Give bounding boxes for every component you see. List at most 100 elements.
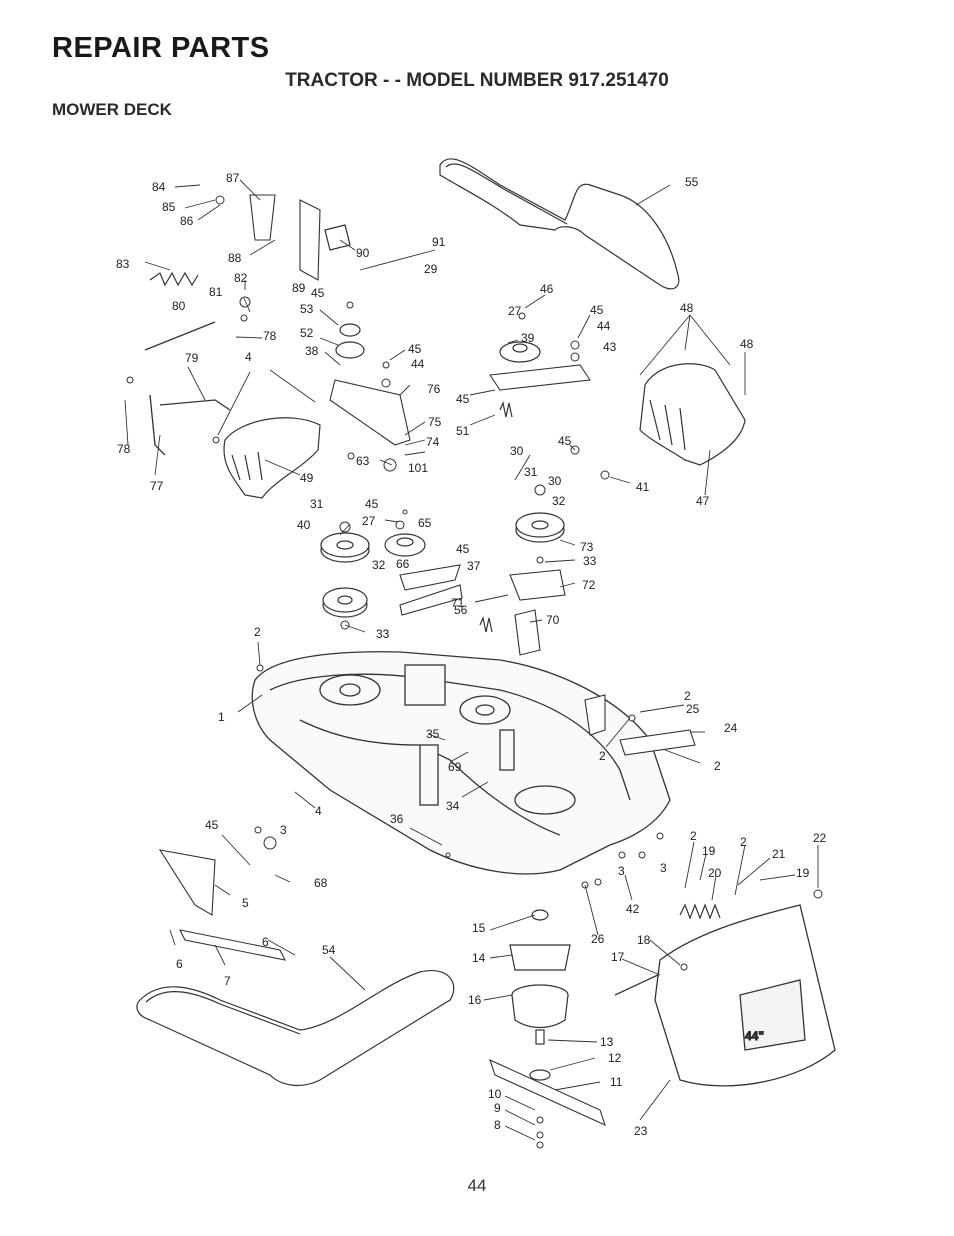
part-callout: 19 <box>702 844 716 858</box>
part-callout: 27 <box>362 514 376 528</box>
part-callout: 29 <box>424 262 438 276</box>
part-callout: 32 <box>372 558 386 572</box>
part-callout: 45 <box>365 497 379 511</box>
part-callout: 52 <box>300 326 314 340</box>
belt-guard-49 <box>223 417 321 499</box>
part-callout: 18 <box>637 933 651 947</box>
part-callout: 48 <box>680 301 694 315</box>
part-callout: 76 <box>427 382 441 396</box>
part-callout: 31 <box>310 497 324 511</box>
part-callout: 101 <box>408 461 428 475</box>
part-callout: 20 <box>708 866 722 880</box>
part-callout: 39 <box>521 331 535 345</box>
part-callout: 91 <box>432 235 446 249</box>
leader-lines <box>124 179 819 1141</box>
part-callout: 45 <box>311 286 325 300</box>
part-callout: 21 <box>772 847 786 861</box>
part-callout: 2 <box>714 759 721 773</box>
part-callout: 7 <box>224 974 231 988</box>
part-callout: 53 <box>300 302 314 316</box>
part-callout: 72 <box>582 578 596 592</box>
spindle-assembly <box>509 909 571 1081</box>
section-heading: MOWER DECK <box>52 100 172 119</box>
part-callout: 9 <box>494 1101 501 1115</box>
pulleys <box>320 323 565 618</box>
part-callout: 37 <box>467 559 481 573</box>
part-callout: 6 <box>262 935 269 949</box>
part-callout: 56 <box>454 603 468 617</box>
part-callout: 33 <box>583 554 597 568</box>
part-callout: 75 <box>428 415 442 429</box>
part-callout: 45 <box>408 342 422 356</box>
part-callout: 35 <box>426 727 440 741</box>
part-callout: 33 <box>376 627 390 641</box>
part-callout: 89 <box>292 281 306 295</box>
belt-55 <box>439 158 680 290</box>
part-callout: 30 <box>510 444 524 458</box>
part-callout: 2 <box>690 829 697 843</box>
part-callout: 77 <box>150 479 164 493</box>
part-callout: 4 <box>245 350 252 364</box>
belt-54 <box>136 970 455 1087</box>
part-callout: 31 <box>524 465 538 479</box>
part-callout: 3 <box>618 864 625 878</box>
part-callout: 2 <box>599 749 606 763</box>
part-callout: 85 <box>162 200 176 214</box>
model-subtitle: TRACTOR - - MODEL NUMBER 917.251470 <box>285 70 669 91</box>
mower-deck-exploded-diagram: 44" <box>116 158 836 1149</box>
springs <box>149 224 721 920</box>
part-callout: 38 <box>305 344 319 358</box>
part-callout: 63 <box>356 454 370 468</box>
part-callout: 44 <box>411 357 425 371</box>
part-callout: 69 <box>448 760 462 774</box>
part-callout: 19 <box>796 866 810 880</box>
part-callout: 80 <box>172 299 186 313</box>
part-callout: 26 <box>591 932 605 946</box>
hardware <box>126 195 823 1149</box>
part-callout: 46 <box>540 282 554 296</box>
part-callout: 36 <box>390 812 404 826</box>
part-callout: 23 <box>634 1124 648 1138</box>
part-callout: 87 <box>226 171 240 185</box>
part-callout: 54 <box>322 943 336 957</box>
page-title: REPAIR PARTS <box>52 32 270 64</box>
part-callout: 51 <box>456 424 470 438</box>
belt-guards <box>223 363 746 499</box>
part-callout: 45 <box>456 542 470 556</box>
part-callout: 6 <box>176 957 183 971</box>
part-callout: 70 <box>546 613 560 627</box>
page-number: 44 <box>467 1176 487 1195</box>
chute-decal-text: 44" <box>745 1029 764 1043</box>
part-callout: 81 <box>209 285 223 299</box>
part-callout: 66 <box>396 557 410 571</box>
part-callout: 48 <box>740 337 754 351</box>
part-callout: 49 <box>300 471 314 485</box>
part-callout: 45 <box>590 303 604 317</box>
part-callout: 40 <box>297 518 311 532</box>
brackets <box>158 194 696 1127</box>
part-callout: 17 <box>611 950 625 964</box>
part-callout: 24 <box>724 721 738 735</box>
part-callout: 27 <box>508 304 522 318</box>
part-callout: 22 <box>813 831 827 845</box>
part-callout: 71 <box>451 596 465 610</box>
part-callout: 82 <box>234 271 248 285</box>
discharge-chute: 44" <box>654 904 836 1087</box>
part-callout: 78 <box>263 329 277 343</box>
part-callout: 42 <box>626 902 640 916</box>
part-callout: 5 <box>242 896 249 910</box>
part-callout: 74 <box>426 435 440 449</box>
part-callout: 3 <box>280 823 287 837</box>
part-callout: 30 <box>548 474 562 488</box>
part-callout: 32 <box>552 494 566 508</box>
part-callout: 65 <box>418 516 432 530</box>
part-callout: 78 <box>117 442 131 456</box>
part-callout: 14 <box>472 951 486 965</box>
part-callout: 45 <box>558 434 572 448</box>
part-callout: 45 <box>205 818 219 832</box>
part-callout: 47 <box>696 494 710 508</box>
part-callout: 1 <box>218 710 225 724</box>
belt-guard-47 <box>639 363 746 466</box>
part-callout: 90 <box>356 246 370 260</box>
